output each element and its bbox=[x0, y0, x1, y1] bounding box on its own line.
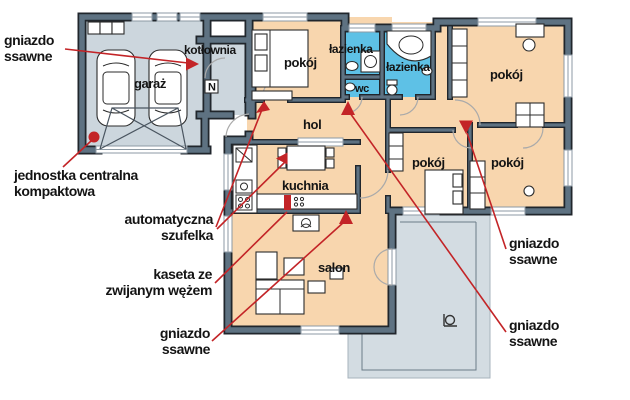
lamp-icon bbox=[443, 314, 457, 327]
bathroom1-label: łazienka bbox=[329, 42, 373, 56]
annotation-suction-socket-bottom-left: gniazdo ssawne bbox=[159, 325, 210, 357]
hose-cassette-marker bbox=[284, 195, 291, 210]
garage-label: garaż bbox=[134, 76, 167, 91]
bedroom-topright-label: pokój bbox=[490, 67, 523, 82]
bedroom-middle-label: pokój bbox=[412, 155, 445, 170]
garage-door bbox=[95, 145, 188, 154]
suction-socket-marker-living bbox=[339, 210, 353, 224]
car-icon bbox=[96, 49, 136, 127]
annotation-suction-socket-top-left: gniazdo ssawne bbox=[4, 32, 55, 64]
annotation-automatic-dustpan: automatyczna szufelka bbox=[124, 211, 213, 243]
windows bbox=[95, 12, 573, 335]
bedroom-top-label: pokój bbox=[284, 55, 317, 70]
wc-label: wc bbox=[354, 83, 369, 95]
window bbox=[131, 12, 573, 335]
svg-text:N: N bbox=[208, 82, 216, 94]
room-labels: garaż kotłownia pokój łazienka łazienka … bbox=[134, 42, 524, 275]
annotation-suction-socket-right-1: gniazdo ssawne bbox=[509, 235, 560, 267]
bathroom2-label: łazienka bbox=[386, 60, 430, 74]
fireplace-icon bbox=[292, 214, 320, 232]
terrace-inner-outline bbox=[361, 221, 477, 371]
bathtub-icon bbox=[386, 30, 432, 62]
boiler-room-label: kotłownia bbox=[184, 43, 236, 57]
furniture: N bbox=[87, 21, 545, 315]
annotation-suction-socket-right-2: gniazdo ssawne bbox=[509, 317, 560, 349]
suction-socket-marker-boiler bbox=[186, 57, 199, 71]
suction-socket-marker-bedroom bbox=[459, 120, 473, 134]
bedroom-right-label: pokój bbox=[491, 155, 524, 170]
hall-label: hol bbox=[303, 117, 321, 132]
kitchen-label: kuchnia bbox=[282, 178, 329, 193]
suction-socket-marker-hall-wc bbox=[341, 101, 355, 115]
boiler-unit-icon: N bbox=[204, 79, 219, 94]
annotation-central-unit: jednostka centralna kompaktowa bbox=[14, 167, 138, 199]
living-room-label: salon bbox=[318, 260, 350, 275]
dustpan-marker-hall bbox=[256, 101, 270, 113]
annotation-hose-cassette: kaseta ze zwijanym wężem bbox=[105, 266, 213, 298]
central-unit-marker bbox=[88, 131, 100, 143]
dustpan-marker-kitchen bbox=[276, 152, 288, 165]
annotation-lines bbox=[62, 48, 507, 342]
